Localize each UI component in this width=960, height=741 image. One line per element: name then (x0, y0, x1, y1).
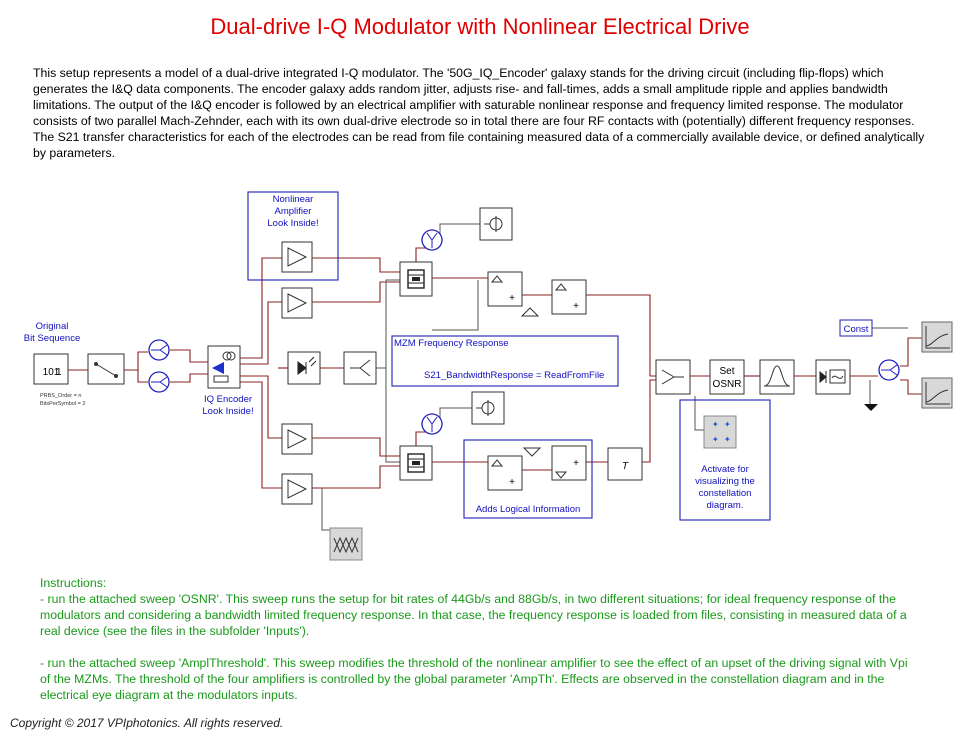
adder-upper-1[interactable]: + (487, 271, 523, 307)
laser-source[interactable] (287, 351, 321, 385)
iq-encoder-label-line1: IQ Encoder (204, 394, 252, 405)
dc-bias-lower[interactable] (471, 391, 505, 425)
adder-lower-1[interactable]: + (487, 455, 523, 491)
mzm-lower[interactable] (399, 445, 433, 481)
svg-text:✦: ✦ (712, 435, 719, 444)
scope-lower[interactable] (921, 377, 953, 409)
svg-text:✦: ✦ (724, 420, 731, 429)
splitter-lower[interactable] (148, 371, 170, 393)
instruction-item-osnr: - run the attached sweep 'OSNR'. This sw… (40, 592, 907, 638)
activate-note-line4: diagram. (707, 500, 744, 511)
svg-text:+: + (573, 458, 579, 469)
scope-upper[interactable] (921, 321, 953, 353)
bit-sequence-label-line2: Bit Sequence (24, 333, 81, 344)
svg-text:✦: ✦ (724, 435, 731, 444)
activate-note-line3: constellation (699, 488, 752, 499)
nonlinear-amplifier-group[interactable] (247, 191, 339, 281)
iq-encoder-label-line2: Look Inside! (202, 406, 253, 417)
electrical-eye-monitor[interactable] (329, 527, 363, 561)
svg-text:✦: ✦ (712, 420, 719, 429)
description-text: This setup represents a model of a dual-… (33, 66, 925, 160)
instructions-heading: Instructions: (40, 576, 107, 590)
serial-parallel-switch[interactable] (87, 353, 125, 385)
delay-symbol: T (622, 461, 629, 472)
amplifier-2[interactable] (281, 287, 313, 319)
bias-splitter-upper[interactable] (421, 229, 443, 251)
adder-lower-2[interactable]: + (551, 445, 587, 481)
ground-icon (864, 404, 878, 411)
const-label: Const (844, 324, 869, 335)
set-osnr-block[interactable]: Set OSNR (709, 359, 745, 395)
page-title: Dual-drive I-Q Modulator with Nonlinear … (210, 14, 750, 39)
const-parameter[interactable]: Const (839, 319, 873, 337)
mzm-frequency-response-param: S21_BandwidthResponse = ReadFromFile (424, 370, 604, 381)
svg-text:+: + (509, 477, 515, 488)
activate-note-group (679, 399, 771, 521)
instruction-item-amplthreshold: - run the attached sweep 'AmplThreshold'… (40, 656, 908, 702)
optical-filter[interactable] (759, 359, 795, 395)
instructions-section: Instructions: - run the attached sweep '… (40, 575, 920, 703)
svg-text:1: 1 (56, 367, 62, 378)
nonlinear-amp-label-line1: Nonlinear (273, 194, 314, 205)
adds-logical-info-label: Adds Logical Information (476, 504, 581, 515)
amplifier-4[interactable] (281, 473, 313, 505)
phase-shift-marker-lower (522, 447, 542, 457)
mzm-upper[interactable] (399, 261, 433, 297)
copyright-notice: Copyright © 2017 VPIphotonics. All right… (10, 716, 284, 730)
receiver-block[interactable] (815, 359, 851, 395)
adds-logical-info-group[interactable] (463, 439, 593, 519)
activate-note-line1: Activate for (701, 464, 749, 475)
delay-block[interactable]: T (607, 447, 643, 481)
original-bit-sequence-source[interactable]: 101 1 (33, 353, 69, 385)
splitter-upper[interactable] (148, 339, 170, 361)
set-osnr-line1: Set (719, 366, 734, 377)
adder-upper-2[interactable]: + (551, 279, 587, 315)
bias-splitter-lower[interactable] (421, 413, 443, 435)
nonlinear-amp-label-line3: Look Inside! (267, 218, 318, 229)
param-bits-per-symbol: BitsPerSymbol = 2 (40, 401, 85, 407)
optical-splitter[interactable] (343, 351, 377, 385)
prbs-source-text: 101 (43, 367, 60, 378)
mzm-frequency-response-title: MZM Frequency Response (394, 338, 509, 349)
set-osnr-line2: OSNR (713, 379, 742, 390)
phase-shift-marker-upper (520, 307, 540, 317)
amplifier-1[interactable] (281, 241, 313, 273)
param-prbs-order: PRBS_Order = n (40, 393, 81, 399)
svg-text:+: + (509, 293, 515, 304)
bit-sequence-label-line1: Original (36, 321, 69, 332)
dc-bias-upper[interactable] (479, 207, 513, 241)
svg-text:+: + (573, 301, 579, 312)
nonlinear-amp-label-line2: Amplifier (275, 206, 312, 217)
mzm-frequency-response-box[interactable] (391, 335, 619, 387)
amplifier-3[interactable] (281, 423, 313, 455)
iq-encoder-block[interactable] (207, 345, 241, 389)
output-splitter[interactable] (878, 359, 900, 381)
optical-combiner[interactable] (655, 359, 691, 395)
constellation-visualizer[interactable]: ✦ ✦ ✦ ✦ (703, 415, 737, 449)
activate-note-line2: visualizing the (695, 476, 755, 487)
